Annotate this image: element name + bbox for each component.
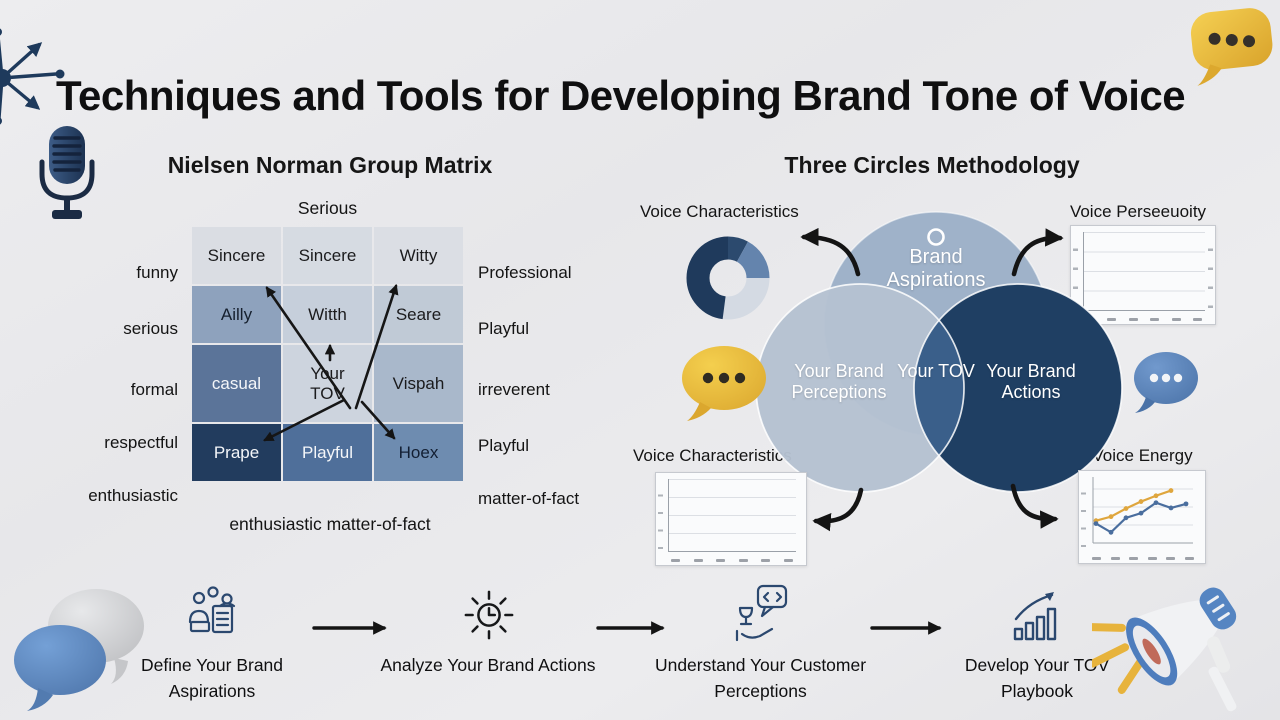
ring-icon	[927, 228, 945, 246]
matrix-cell: casual	[192, 345, 281, 422]
hand-speech-bubble-icon	[735, 584, 788, 642]
venn-left-label: Your Brand Perceptions	[791, 361, 887, 402]
matrix-cell: Witty	[374, 227, 463, 285]
venn-left-circle	[756, 284, 964, 492]
upper-line	[1095, 489, 1172, 522]
data-point	[1138, 499, 1144, 504]
nng-matrix-heading: Nielsen Norman Group Matrix	[167, 152, 493, 178]
voice-perseeuoity-label: Voice Perseeuoity	[1069, 202, 1207, 221]
growth-chart-icon	[1013, 592, 1057, 641]
data-point	[1108, 529, 1114, 535]
speech-bubble-yellow-icon	[1190, 8, 1273, 86]
voice-characteristics-donut-chart	[686, 236, 770, 320]
donut-slice	[686, 236, 770, 320]
data-point	[1093, 521, 1099, 526]
step-4-label: Develop Your TOV Playbook	[964, 655, 1110, 702]
voice-perseeuoity-bar-chart	[1070, 225, 1216, 325]
matrix-axis-bottom-label: enthusiastic matter-of-fact	[229, 514, 431, 534]
donut-slice	[686, 236, 770, 320]
voice-energy-line-chart	[1078, 470, 1206, 564]
matrix-cell: Hoex	[374, 423, 463, 481]
data-point	[1183, 501, 1189, 507]
matrix-row-label-left: serious	[123, 319, 178, 338]
line-plot-area	[1092, 477, 1193, 544]
venn-right-label: Your Brand Actions	[986, 361, 1076, 402]
matrix-cell: Playful	[283, 423, 372, 481]
step-3-label: Understand Your Customer Perceptions	[654, 655, 867, 702]
voice-characteristics-bar-chart	[655, 472, 807, 566]
bar-plot-area	[1083, 232, 1205, 311]
matrix-cell: Vispah	[374, 345, 463, 422]
three-circles-heading: Three Circles Methodology	[784, 152, 1080, 178]
x-axis-ticks	[668, 559, 796, 562]
chat-bubbles-3d-icon	[14, 589, 144, 711]
clock-rays-icon	[464, 590, 514, 640]
data-point	[1108, 514, 1114, 520]
matrix-row-label-left: formal	[130, 380, 178, 399]
matrix-row-label-right: irreverent	[478, 380, 550, 399]
data-point	[1123, 515, 1129, 521]
speech-bubble-blue-icon	[1134, 352, 1198, 413]
donut-slice	[686, 236, 770, 320]
data-point	[1123, 506, 1129, 511]
matrix-cell: Sincere	[283, 227, 372, 285]
matrix-cell: Seare	[374, 286, 463, 344]
matrix-cell: Sincere	[192, 227, 281, 285]
step-1-label: Define Your Brand Aspirations	[140, 655, 284, 702]
matrix-cell: Ailly	[192, 286, 281, 344]
nng-matrix-grid: Sincere Sincere Witty Ailly Witth Seare …	[192, 227, 463, 481]
matrix-row-label-right: Playful	[478, 319, 530, 338]
data-point	[1138, 510, 1144, 516]
data-point	[1168, 488, 1174, 493]
matrix-row-label-left: funny	[136, 263, 178, 282]
three-circles-venn	[755, 211, 1123, 493]
microphone-icon	[39, 126, 95, 219]
matrix-row-label-right: matter-of-fact	[478, 489, 580, 508]
matrix-cell: Witth	[283, 286, 372, 344]
matrix-row-label-left: respectful	[104, 433, 178, 452]
bar-plot-area	[668, 479, 796, 552]
matrix-row-label-right: Professional	[478, 263, 572, 282]
matrix-cell: Prape	[192, 423, 281, 481]
venn-top-label: Brand Aspirations	[886, 246, 986, 291]
matrix-cell-your-tov: Your TOV	[283, 345, 372, 422]
venn-right-circle	[914, 284, 1122, 492]
x-axis-ticks	[1091, 557, 1195, 560]
megaphone-icon	[1092, 587, 1237, 712]
step-2-label: Analyze Your Brand Actions	[380, 655, 596, 675]
matrix-row-label-right: Playful	[478, 436, 530, 455]
data-point	[1168, 505, 1174, 511]
page-title: Techniques and Tools for Developing Bran…	[56, 72, 1186, 119]
matrix-axis-top-label: Serious	[297, 198, 358, 218]
voice-characteristics-bottom-label: Voice Characteristics	[633, 446, 792, 465]
data-point	[1153, 493, 1159, 499]
data-point	[1153, 500, 1159, 506]
matrix-row-label-left: enthusiastic	[88, 486, 178, 505]
network-hub-icon	[0, 28, 65, 125]
voice-characteristics-top-label: Voice Characteristics	[640, 202, 799, 221]
speech-bubble-yellow-small-icon	[682, 346, 766, 421]
team-clipboard-icon	[188, 586, 236, 634]
voice-energy-label: Voice Energy	[1092, 446, 1193, 465]
venn-center-label: Your TOV	[897, 361, 975, 381]
